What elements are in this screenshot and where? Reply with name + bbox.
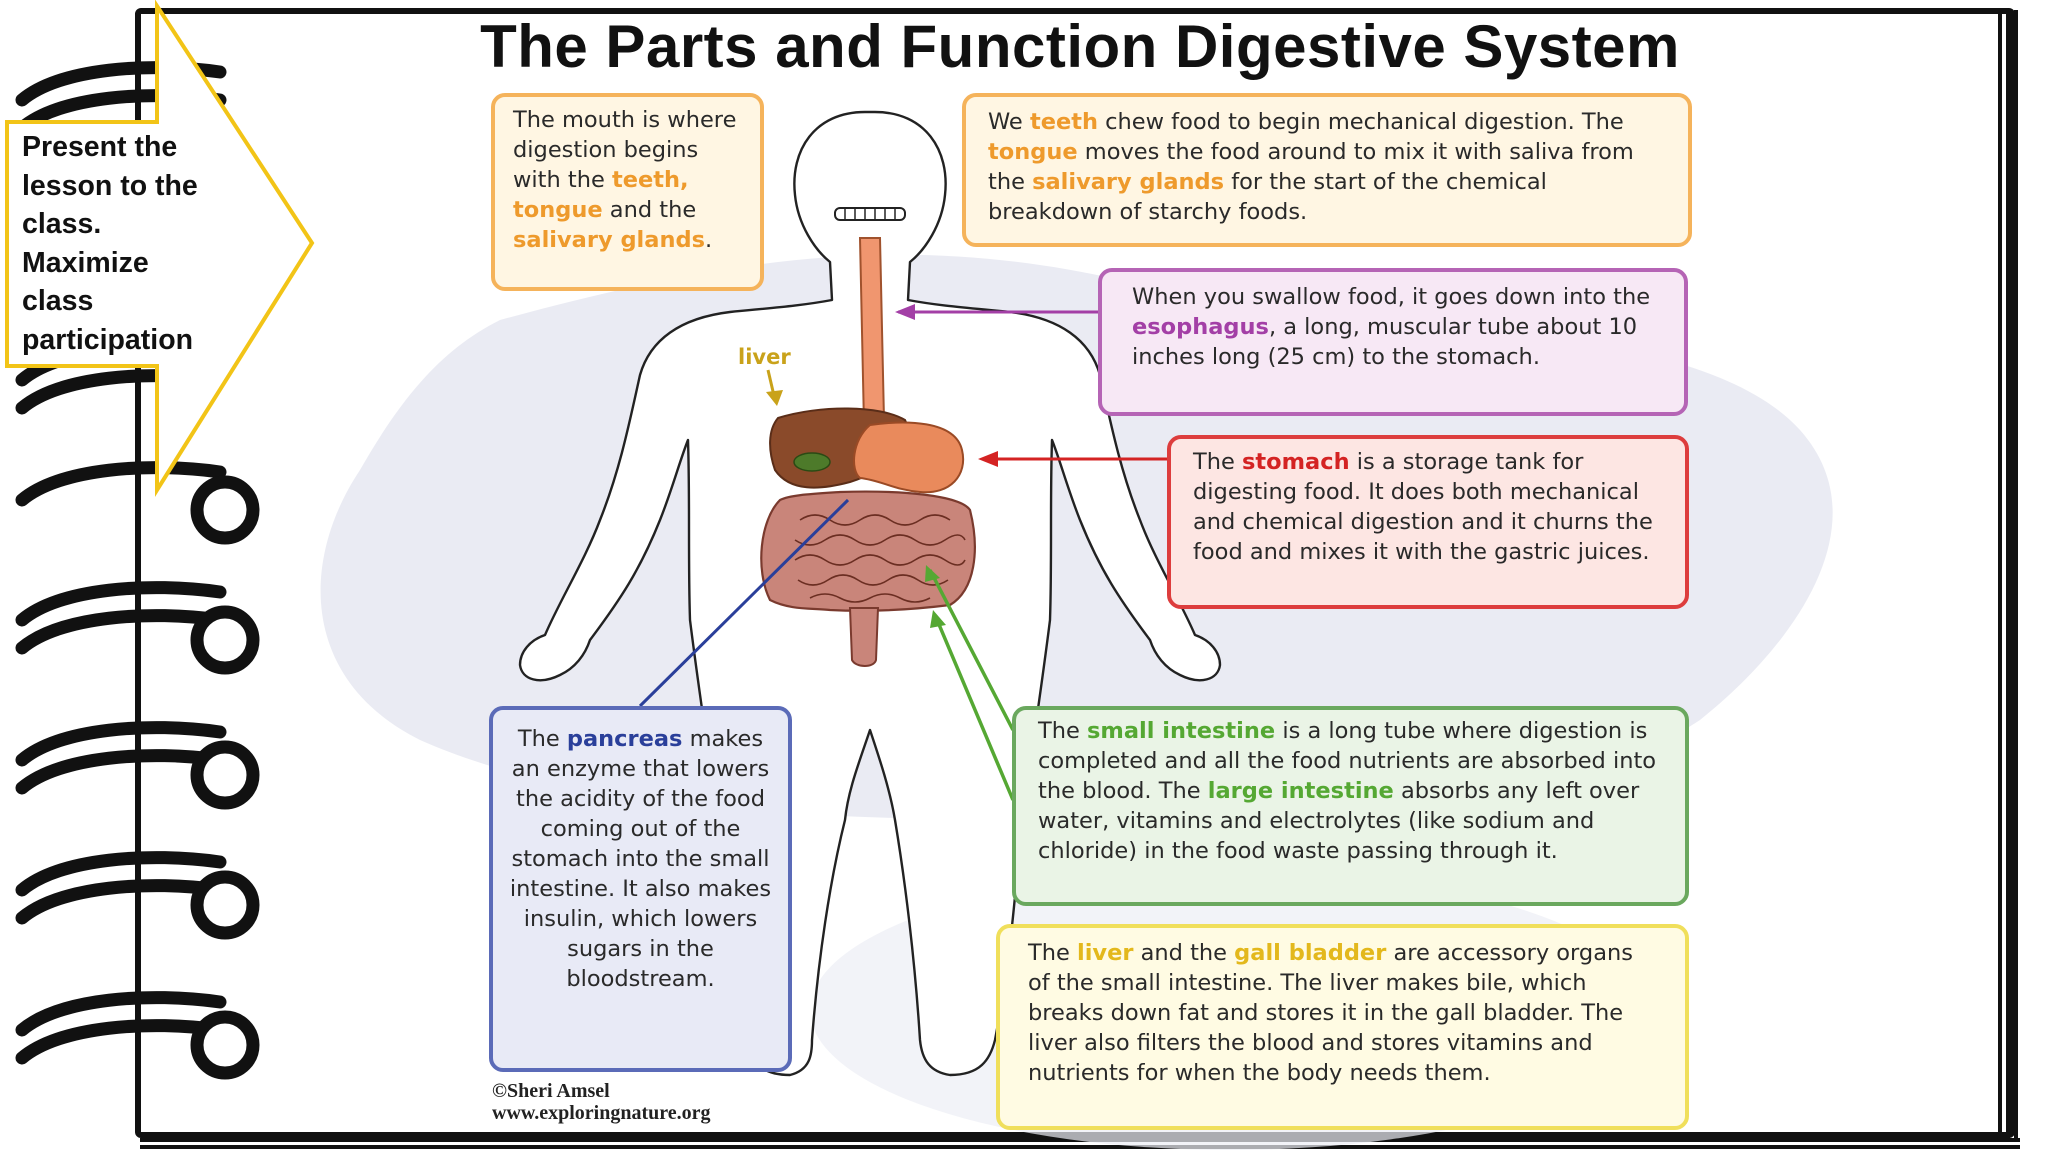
- callout-text: Present the lesson to the class. Maximiz…: [22, 131, 198, 356]
- stomach-info-box: The stomach is a storage tank for digest…: [1167, 435, 1689, 609]
- box-text: We: [988, 109, 1030, 135]
- highlight-stomach: stomach: [1242, 449, 1350, 475]
- pancreas-info-box: The pancreas makes an enzyme that lowers…: [489, 706, 792, 1072]
- stomach-arrowhead: [978, 451, 998, 467]
- frame-edge-line: [2014, 10, 2018, 1138]
- liver-arrowhead: [766, 390, 783, 406]
- box-text: .: [704, 227, 713, 253]
- binding-hole: [190, 870, 260, 940]
- credit-website: www.exploringnature.org: [492, 1102, 711, 1124]
- box-text: and the: [602, 197, 697, 223]
- esophagus-arrowhead: [895, 304, 915, 320]
- box-text: The: [517, 726, 567, 752]
- highlight-salivary-glands: salivary glands: [1032, 169, 1225, 195]
- highlight-tongue: tongue: [988, 139, 1078, 165]
- small-intestine-coils: [794, 514, 966, 603]
- rectum-shape: [848, 607, 880, 667]
- box-text: for the start of the chemical breakdown …: [988, 169, 1547, 225]
- frame-edge-line: [2006, 10, 2010, 1138]
- intestine-info-box: The small intestine is a long tube where…: [1012, 706, 1689, 906]
- highlight-esophagus: esophagus: [1132, 314, 1269, 340]
- image-credit: ©Sheri Amsel www.exploringnature.org: [492, 1080, 711, 1124]
- stomach-shape: [853, 421, 965, 494]
- box-text: The: [1028, 940, 1077, 966]
- box-text: When you swallow food, it goes down into…: [1132, 284, 1651, 310]
- frame-edge-line: [140, 1145, 2020, 1149]
- box-text: , a long, muscular tube about 10 inches …: [1132, 314, 1638, 370]
- small-intestine-arrowhead: [925, 565, 940, 582]
- credit-author: ©Sheri Amsel: [492, 1080, 610, 1102]
- frame-edge-line: [1998, 10, 2002, 1138]
- highlight-teeth: teeth: [1029, 109, 1098, 135]
- highlight-gall-bladder: gall bladder: [1234, 940, 1387, 966]
- highlight-large-intestine: large intestine: [1207, 778, 1394, 804]
- liver-info-box: The liver and the gall bladder are acces…: [996, 924, 1689, 1130]
- box-text: are accessory organs of the small intest…: [1028, 940, 1633, 1086]
- pancreas-pointer: [638, 498, 850, 708]
- box-text: is a long tube where digestion is comple…: [1038, 718, 1657, 804]
- highlight-pancreas: pancreas: [566, 726, 683, 752]
- teeth-shape: [834, 207, 906, 221]
- binding-hole: [190, 605, 260, 675]
- box-text: chew food to begin mechanical digestion.…: [1098, 109, 1624, 135]
- esophagus-shape: [858, 237, 886, 427]
- teeth-info-box: We teeth chew food to begin mechanical d…: [962, 93, 1692, 247]
- page-title: The Parts and Function Digestive System: [480, 13, 1680, 80]
- large-intestine-arrowhead: [930, 610, 946, 628]
- callout-arrow-shape: [5, 0, 315, 497]
- mouth-info-box: The mouth is where digestion begins with…: [491, 93, 764, 291]
- spiral-ring: [15, 851, 227, 925]
- small-intestine-pointer: [928, 569, 1015, 731]
- box-text: The: [1038, 718, 1087, 744]
- box-text: is a storage tank for digesting food. It…: [1193, 449, 1653, 565]
- highlight-teeth-tongue: teeth, tongue: [513, 167, 689, 223]
- box-text: absorbs any left over water, vitamins an…: [1038, 778, 1640, 864]
- highlight-salivary-glands: salivary glands: [513, 227, 705, 253]
- binding-hole: [190, 740, 260, 810]
- teeth-lines: [844, 208, 896, 220]
- gall-bladder-shape: [793, 452, 831, 472]
- spiral-binding: [15, 61, 260, 1080]
- spiral-ring: [15, 581, 227, 655]
- spiral-ring: [15, 991, 227, 1065]
- box-text: moves the food around to mix it with sal…: [988, 139, 1634, 195]
- box-text: The mouth is where digestion begins with…: [513, 107, 737, 193]
- highlight-liver: liver: [1077, 940, 1134, 966]
- spiral-ring: [15, 721, 227, 795]
- box-text: makes an enzyme that lowers the acidity …: [509, 726, 772, 992]
- liver-label: liver: [738, 345, 791, 369]
- large-intestine-pointer: [933, 614, 1015, 801]
- esophagus-info-box: When you swallow food, it goes down into…: [1098, 268, 1688, 416]
- binding-hole: [190, 475, 260, 545]
- binding-hole: [190, 1010, 260, 1080]
- highlight-small-intestine: small intestine: [1087, 718, 1276, 744]
- box-text: The: [1193, 449, 1242, 475]
- box-text: and the: [1133, 940, 1235, 966]
